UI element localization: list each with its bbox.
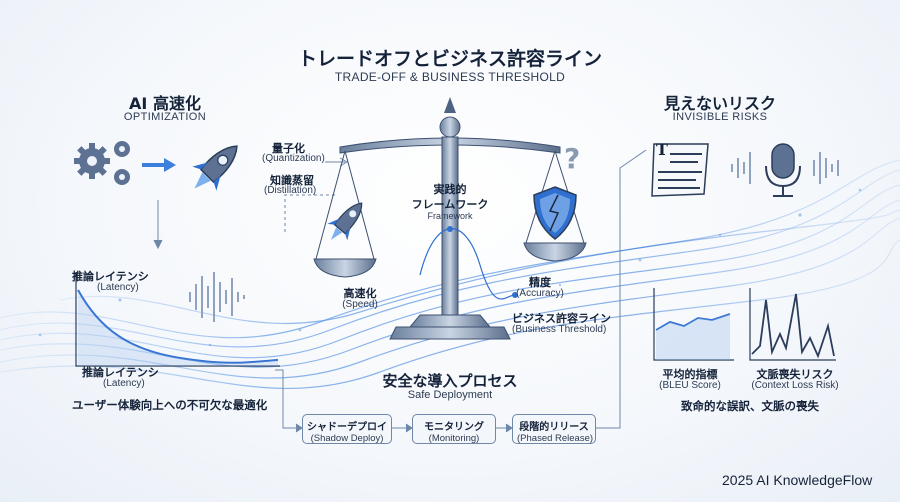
- risks-subheading: INVISIBLE RISKS: [672, 111, 768, 123]
- page-title: トレードオフとビジネス許容ライン: [297, 48, 602, 70]
- arrow-right-icon: [142, 158, 176, 172]
- quantization-sublabel: (Quantization): [262, 153, 325, 164]
- optimization-heading: AI 高速化: [129, 94, 201, 113]
- latency-bottom-label: 推論レイテンシ: [82, 366, 159, 379]
- accuracy-label: 精度: [529, 276, 551, 289]
- step-phased-release: 段階的リリース (Phased Release): [512, 414, 596, 444]
- framework-sub: Framework: [427, 211, 473, 221]
- gears-icon: [74, 141, 130, 185]
- step-label: 段階的リリース: [519, 422, 589, 433]
- distillation-sublabel: (Distillation): [264, 185, 317, 196]
- step-sublabel: (Shadow Deploy): [310, 433, 384, 444]
- speed-label: 高速化: [343, 287, 377, 300]
- latency-top-label: 推論レイテンシ: [72, 270, 149, 283]
- quantization-label: 量子化: [272, 142, 305, 155]
- document-icon-letter: T: [656, 140, 668, 159]
- risks-heading: 見えないリスク: [663, 94, 776, 113]
- document-icon: [651, 143, 709, 197]
- balance-scale-icon: [313, 97, 587, 340]
- context-sublabel: (Context Loss Risk): [751, 380, 839, 391]
- step-sublabel: (Phased Release): [517, 433, 594, 444]
- accuracy-sublabel: (Accuracy): [516, 288, 564, 299]
- optimization-subheading: OPTIMIZATION: [123, 111, 207, 123]
- distillation-label: 知識蒸留: [270, 174, 314, 187]
- process-heading: 安全な導入プロセス: [382, 372, 518, 390]
- latency-top-sublabel: (Latency): [97, 282, 139, 293]
- left-caption: ユーザー体験向上への不可欠な最適化: [72, 398, 268, 412]
- speed-sublabel: (Speed): [342, 299, 378, 310]
- microphone-icon: [731, 143, 839, 197]
- bleu-label: 平均的指標: [662, 368, 718, 381]
- bleu-sublabel: (BLEU Score): [659, 380, 721, 391]
- process-subheading: Safe Deployment: [407, 389, 493, 401]
- page-subtitle: TRADE-OFF & BUSINESS THRESHOLD: [334, 70, 566, 84]
- latency-chart: [75, 272, 280, 367]
- step-sublabel: (Monitoring): [428, 433, 480, 444]
- question-mark: ?: [564, 142, 581, 175]
- step-shadow-deploy: シャドーデプロイ (Shadow Deploy): [302, 414, 392, 444]
- context-label: 文脈喪失リスク: [756, 368, 834, 381]
- framework-line1: 実践的: [433, 183, 467, 196]
- risk-charts: [653, 288, 836, 361]
- framework-line2: フレームワーク: [411, 198, 489, 211]
- threshold-sublabel: (Business Threshold): [512, 324, 607, 335]
- footer-credit: 2025 AI KnowledgeFlow: [722, 472, 873, 488]
- latency-bottom-sublabel: (Latency): [103, 378, 145, 389]
- right-caption: 致命的な誤訳、文脈の喪失: [681, 399, 819, 413]
- rocket-icon: [192, 145, 238, 191]
- step-monitoring: モニタリング (Monitoring): [412, 414, 496, 444]
- step-label: モニタリング: [424, 422, 484, 433]
- step-label: シャドーデプロイ: [307, 422, 387, 433]
- threshold-label: ビジネス許容ライン: [512, 312, 611, 325]
